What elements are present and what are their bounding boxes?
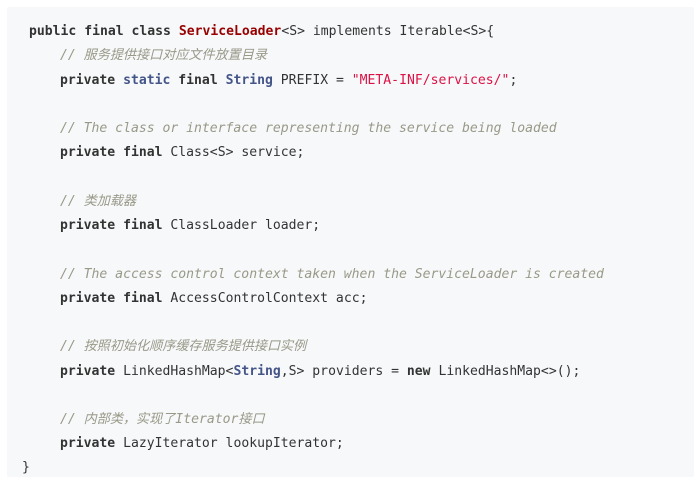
code-line-3: private static final String PREFIX = "ME… <box>29 70 517 92</box>
code-line-13: private LazyIterator lookupIterator; <box>29 433 344 455</box>
code-line-12: // 内部类，实现了Iterator接口 <box>29 409 265 431</box>
field-declaration: AccessControlContext acc; <box>170 291 368 306</box>
code-line-1: public final class ServiceLoader<S> impl… <box>29 21 494 43</box>
keyword-final: final <box>123 145 163 160</box>
keyword-class: class <box>131 24 171 39</box>
comment: // 类加载器 <box>60 194 137 209</box>
closing-brace: } <box>22 460 30 475</box>
type-name: String <box>225 73 273 88</box>
semicolon: ; <box>509 73 518 88</box>
keyword-final: final <box>123 218 163 233</box>
keyword-private: private <box>60 364 116 379</box>
keyword-final: final <box>84 24 124 39</box>
code-line-10: // 按照初始化顺序缓存服务提供接口实例 <box>29 336 306 358</box>
comment: // 内部类，实现了Iterator接口 <box>60 412 265 427</box>
field-declaration: ClassLoader loader; <box>170 218 321 233</box>
string-literal: "META-INF/services/" <box>351 73 510 88</box>
keyword-private: private <box>60 218 116 233</box>
generic-type-start: LinkedHashMap< <box>123 364 234 379</box>
code-line-6: // 类加载器 <box>29 191 136 213</box>
code-line-2: // 服务提供接口对应文件放置目录 <box>29 45 267 67</box>
code-line-9: private final AccessControlContext acc; <box>29 288 367 310</box>
keyword-static: static <box>123 73 171 88</box>
code-line-4: // The class or interface representing t… <box>29 118 557 140</box>
constructor-call: LinkedHashMap<>(); <box>438 364 581 379</box>
code-line-5: private final Class<S> service; <box>29 142 304 164</box>
type-name: String <box>233 364 281 379</box>
class-declaration-rest: <S> implements Iterable<S>{ <box>281 24 495 39</box>
keyword-final: final <box>123 291 163 306</box>
field-name: ,S> providers = <box>280 364 400 379</box>
field-declaration: LazyIterator lookupIterator; <box>123 436 344 451</box>
keyword-private: private <box>60 73 116 88</box>
class-name: ServiceLoader <box>178 24 282 39</box>
keyword-private: private <box>60 291 116 306</box>
code-line-7: private final ClassLoader loader; <box>29 215 320 237</box>
code-line-14: } <box>22 457 30 479</box>
code-block: public final class ServiceLoader<S> impl… <box>7 7 694 477</box>
field-declaration: Class<S> service; <box>170 145 305 160</box>
comment: // The access control context taken when… <box>60 267 604 282</box>
keyword-final: final <box>178 73 218 88</box>
keyword-public: public <box>29 24 77 39</box>
keyword-private: private <box>60 145 116 160</box>
comment: // 按照初始化顺序缓存服务提供接口实例 <box>60 339 307 354</box>
code-line-8: // The access control context taken when… <box>29 264 604 286</box>
comment: // 服务提供接口对应文件放置目录 <box>60 48 267 63</box>
keyword-new: new <box>406 364 431 379</box>
code-line-11: private LinkedHashMap<String,S> provider… <box>29 361 580 383</box>
comment: // The class or interface representing t… <box>60 121 557 136</box>
field-name: PREFIX = <box>280 73 344 88</box>
keyword-private: private <box>60 436 116 451</box>
